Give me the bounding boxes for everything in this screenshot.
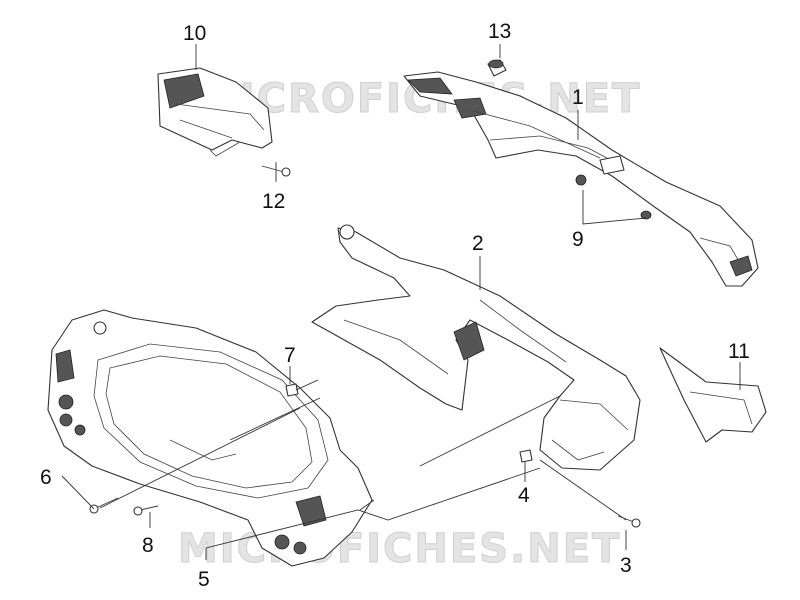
part-9-nuts (575, 174, 652, 220)
callout-2: 2 (472, 232, 484, 255)
callout-4: 4 (518, 484, 530, 507)
leader-lines (61, 44, 741, 560)
part-1-upper-cover (403, 71, 759, 287)
part-2-middle-cover (311, 224, 641, 471)
part-10-cover (157, 67, 273, 157)
callout-9: 9 (572, 228, 584, 251)
callout-7: 7 (284, 344, 296, 367)
part-5-front-cover (47, 309, 373, 567)
callout-5: 5 (198, 568, 210, 591)
part-8-screw (133, 505, 159, 516)
callout-11: 11 (728, 340, 750, 363)
part-13-grommet (487, 59, 507, 77)
callout-1: 1 (572, 86, 584, 109)
watermark-bottom: MICROFICHES.NET (178, 526, 621, 572)
part-3-screw (617, 515, 641, 528)
callout-13: 13 (488, 20, 511, 43)
callout-12: 12 (262, 190, 285, 213)
part-4-clip (519, 449, 533, 463)
part-11-side-cover (659, 347, 767, 443)
callout-3: 3 (620, 554, 632, 577)
callout-10: 10 (183, 22, 206, 45)
part-12-screw (261, 165, 291, 177)
callout-8: 8 (142, 534, 154, 557)
part-7-clip (285, 383, 299, 397)
callout-6: 6 (40, 466, 52, 489)
